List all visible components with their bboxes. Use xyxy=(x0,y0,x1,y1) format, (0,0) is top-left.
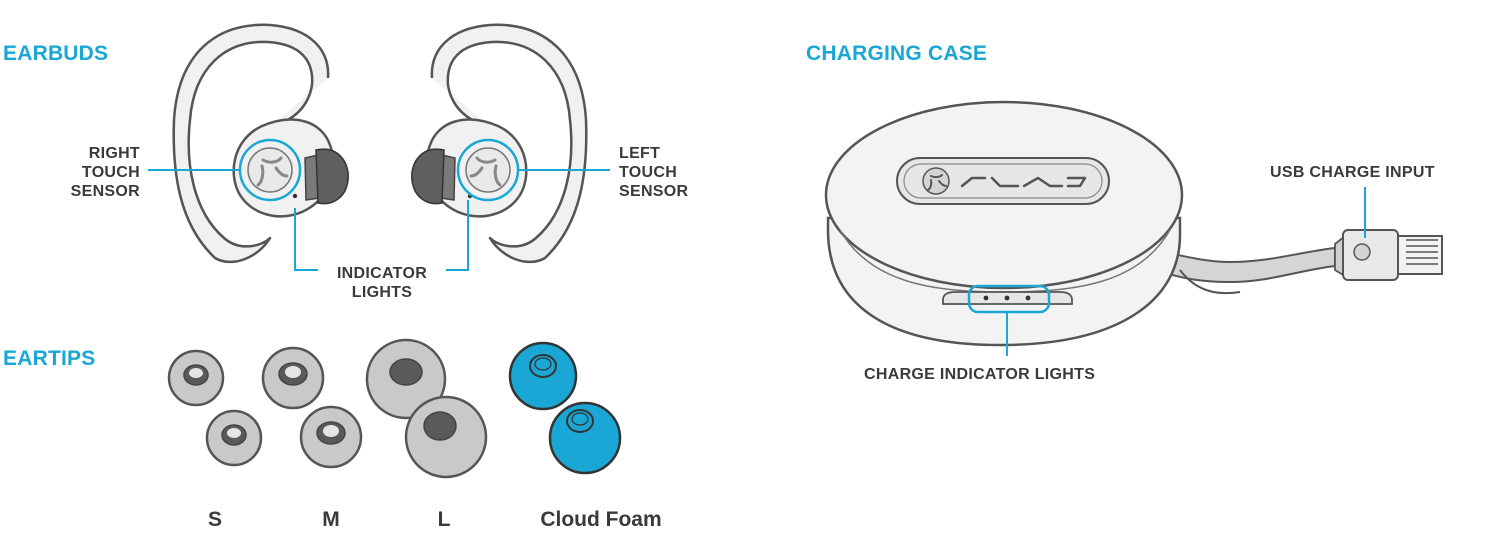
left-earbud xyxy=(411,23,588,264)
case-logo-icon xyxy=(927,174,947,191)
size-label-l: L xyxy=(437,508,451,531)
left-indicator-leader xyxy=(446,200,469,271)
eartip-l-1 xyxy=(365,338,447,420)
right-indicator-leader xyxy=(294,208,318,271)
usb-plug xyxy=(1334,229,1443,281)
eartip-s-2 xyxy=(205,409,263,467)
left-touch-sensor-label: LEFT TOUCH SENSOR xyxy=(619,145,689,200)
size-label-s: S xyxy=(207,508,222,531)
indicator-lights-label: INDICATOR LIGHTS xyxy=(336,265,428,301)
charging-case xyxy=(824,100,1443,347)
case-leader-lines xyxy=(1006,187,1366,356)
right-touch-sensor-label: RIGHT TOUCH SENSOR xyxy=(70,145,140,200)
usb-charge-input-label: USB CHARGE INPUT xyxy=(1270,164,1435,181)
case-logo-badge xyxy=(896,157,1110,205)
right-indicator-dot xyxy=(292,193,298,199)
charge-indicator-lights-label: CHARGE INDICATOR LIGHTS xyxy=(864,366,1096,383)
eartip-s-1 xyxy=(167,349,225,407)
earbud-leader-lines xyxy=(148,169,610,271)
section-title-earbuds: EARBUDS xyxy=(3,42,109,65)
eartip-m-1 xyxy=(261,346,325,410)
size-label-m: M xyxy=(322,508,340,531)
section-title-charging-case: CHARGING CASE xyxy=(806,42,988,65)
charge-indicator-highlight xyxy=(967,284,1051,314)
right-earbud-tip xyxy=(315,148,349,205)
section-title-eartips: EARTIPS xyxy=(3,347,96,370)
right-earbud xyxy=(172,23,349,264)
right-earbud-hook xyxy=(172,23,330,264)
eartip-foam-2 xyxy=(548,401,622,475)
eartip-foam-1 xyxy=(508,341,578,411)
case-wordmark-icon xyxy=(960,176,1087,188)
eartip-l-2 xyxy=(404,395,488,479)
eartips xyxy=(167,338,622,479)
right-sensor-logo-icon xyxy=(256,156,289,187)
eartip-m-2 xyxy=(299,405,363,469)
size-label-cloud-foam: Cloud Foam xyxy=(540,508,662,531)
